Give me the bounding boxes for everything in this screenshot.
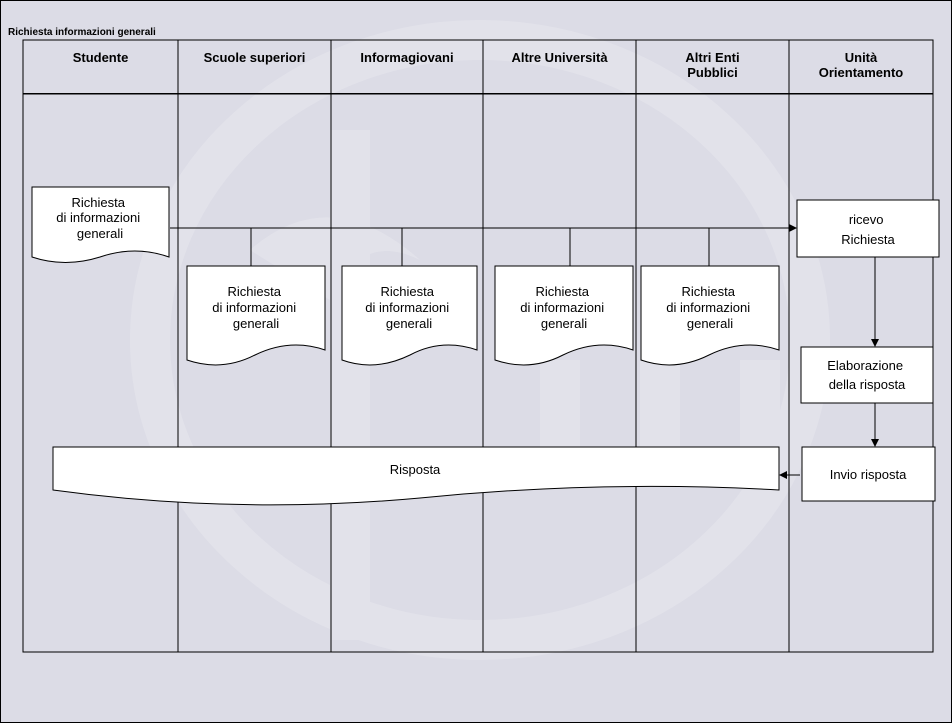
- informagiovani-request-text: Richiesta di informazioni generali: [365, 284, 452, 331]
- universita-request-text: Richiesta di informazioni generali: [520, 284, 607, 331]
- lane-header-altri-enti: Altri Enti Pubblici: [636, 40, 789, 94]
- process-ricevo-richiesta: [796, 199, 940, 258]
- elaborazione-text: Elaborazione della risposta: [827, 358, 907, 392]
- arrowhead-elaborazione: [871, 339, 879, 347]
- scuole-request-text: Richiesta di informazioni generali: [212, 284, 299, 331]
- process-elaborazione-risposta: [800, 346, 934, 404]
- document-risposta: [52, 446, 780, 506]
- risposta-text: Risposta: [390, 462, 441, 477]
- ricevo-text: ricevo Richiesta: [841, 212, 895, 247]
- studente-request-text: Richiesta di informazioni generali: [56, 195, 143, 241]
- document-studente-request: [31, 186, 170, 263]
- lane-header-altre-universita: Altre Università: [483, 40, 636, 94]
- arrowhead-invio: [871, 439, 879, 447]
- lane-header-studente: Studente: [23, 40, 178, 94]
- document-scuole-request: [186, 265, 326, 366]
- enti-request-text: Richiesta di informazioni generali: [666, 284, 753, 331]
- lane-header-unita-orientamento: Unità Orientamento: [789, 40, 933, 94]
- invio-text: Invio risposta: [830, 467, 907, 482]
- lane-header-scuole-superiori: Scuole superiori: [178, 40, 331, 94]
- arrowhead-ricevo: [789, 224, 797, 232]
- swimlane-table-border: [22, 39, 934, 653]
- flow-lines: [170, 227, 876, 476]
- arrowhead-risposta: [779, 471, 787, 479]
- process-invio-risposta: [801, 446, 936, 502]
- document-enti-request: [640, 265, 780, 366]
- lane-header-informagiovani: Informagiovani: [331, 40, 483, 94]
- diagram-title: Richiesta informazioni generali: [8, 27, 156, 38]
- document-informagiovani-request: [341, 265, 478, 366]
- arrow-heads: [779, 224, 879, 479]
- document-universita-request: [494, 265, 634, 366]
- lane-separators: [177, 40, 790, 652]
